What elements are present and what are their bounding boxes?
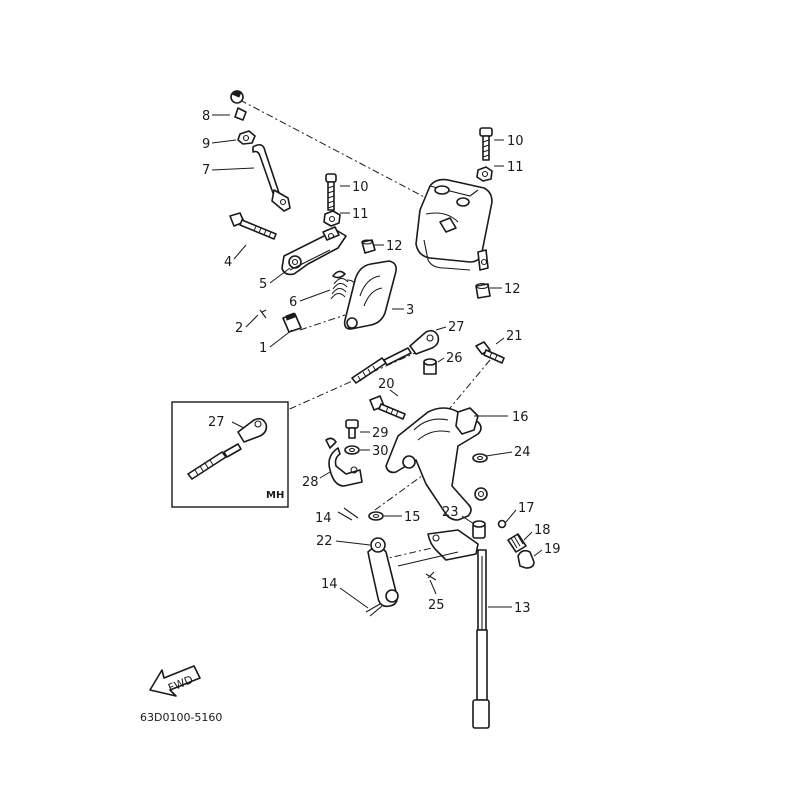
part-12-collar-right[interactable]	[475, 282, 491, 299]
part-15-washer[interactable]	[368, 511, 384, 521]
callout-5: 5	[259, 277, 267, 292]
part-11-nut-right[interactable]	[476, 166, 493, 182]
callout-9: 9	[202, 137, 210, 152]
callout-25: 25	[428, 598, 445, 613]
callout-11-right: 11	[507, 160, 524, 175]
callout-4: 4	[224, 255, 232, 270]
part-20-bolt[interactable]	[369, 395, 406, 420]
callout-11-upper: 11	[352, 207, 369, 222]
callout-17: 17	[518, 501, 535, 516]
part-24-washer[interactable]	[472, 453, 488, 463]
part-22-shift-lever[interactable]	[367, 537, 399, 608]
callout-14-upper: 14	[315, 511, 332, 526]
part-12-collar-upper[interactable]	[361, 239, 376, 254]
part-4-bolt[interactable]	[229, 212, 277, 240]
part-11-nut-upper[interactable]	[323, 210, 341, 227]
part-17-ball[interactable]	[497, 519, 507, 529]
callout-13: 13	[514, 601, 531, 616]
inset-label-mh: MH	[266, 490, 284, 501]
callout-labels: 8 9 7 10 11 12 4 5 6 3 2 1 10 11 12 27 2…	[202, 109, 561, 616]
callout-10-upper: 10	[352, 180, 369, 195]
callout-12-upper: 12	[386, 239, 403, 254]
part-10-bolt-upper[interactable]	[325, 173, 337, 211]
callout-28: 28	[302, 475, 319, 490]
callout-10-right: 10	[507, 134, 524, 149]
callout-27: 27	[448, 320, 465, 335]
callout-26: 26	[446, 351, 463, 366]
callout-18: 18	[534, 523, 551, 538]
callout-24: 24	[514, 445, 531, 460]
part-9-nut[interactable]	[237, 130, 256, 145]
part-13-shift-rod[interactable]	[472, 549, 490, 729]
callout-21: 21	[506, 329, 523, 344]
part-14-cotter-pin-lower[interactable]	[365, 603, 383, 617]
part-3-cam-plate[interactable]	[343, 260, 397, 330]
callout-30: 30	[372, 444, 389, 459]
part-26-collar[interactable]	[423, 358, 437, 375]
callout-8: 8	[202, 109, 210, 124]
part-5-throttle-lever[interactable]	[281, 226, 347, 276]
part-19-cap[interactable]	[517, 549, 535, 569]
callout-6: 6	[289, 295, 297, 310]
callout-27-inset: 27	[208, 415, 225, 430]
part-16-bracket[interactable]	[385, 407, 488, 521]
callout-19: 19	[544, 542, 561, 557]
shift-arm-plate	[397, 529, 479, 567]
part-10-bolt-right[interactable]	[479, 127, 493, 161]
fwd-arrow-icon: FWD	[149, 665, 201, 697]
callout-1: 1	[259, 341, 267, 356]
part-2-pin[interactable]	[259, 309, 267, 319]
callout-3: 3	[406, 303, 414, 318]
inset-rod-end	[237, 417, 268, 443]
callout-29: 29	[372, 426, 389, 441]
callout-20: 20	[378, 377, 395, 392]
part-7-link-rod[interactable]	[252, 143, 291, 212]
throttle-cable	[351, 347, 412, 384]
leader-lines	[211, 114, 543, 609]
callout-7: 7	[202, 163, 210, 178]
diagram-code: 63D0100-5160	[140, 711, 222, 724]
part-29-bolt[interactable]	[345, 419, 359, 439]
part-28-shift-plate[interactable]	[325, 437, 363, 487]
callout-14-lower: 14	[321, 577, 338, 592]
callout-22: 22	[316, 534, 333, 549]
part-8-joint[interactable]	[230, 90, 247, 121]
callout-16: 16	[512, 410, 529, 425]
part-21-bolt[interactable]	[475, 341, 505, 364]
part-30-washer[interactable]	[344, 445, 360, 455]
callout-23: 23	[442, 505, 459, 520]
part-25-pin[interactable]	[425, 571, 437, 581]
carburetor-body	[415, 178, 493, 271]
callout-2: 2	[235, 321, 243, 336]
callout-12-right: 12	[504, 282, 521, 297]
part-1-clip[interactable]	[282, 312, 302, 333]
part-18-spring[interactable]	[507, 533, 527, 553]
callout-15: 15	[404, 510, 421, 525]
part-23-collar[interactable]	[472, 520, 486, 539]
part-14-cotter-pins-upper[interactable]	[337, 507, 359, 521]
inset-mh-box	[171, 401, 289, 508]
part-27-rod-end[interactable]	[409, 329, 440, 355]
